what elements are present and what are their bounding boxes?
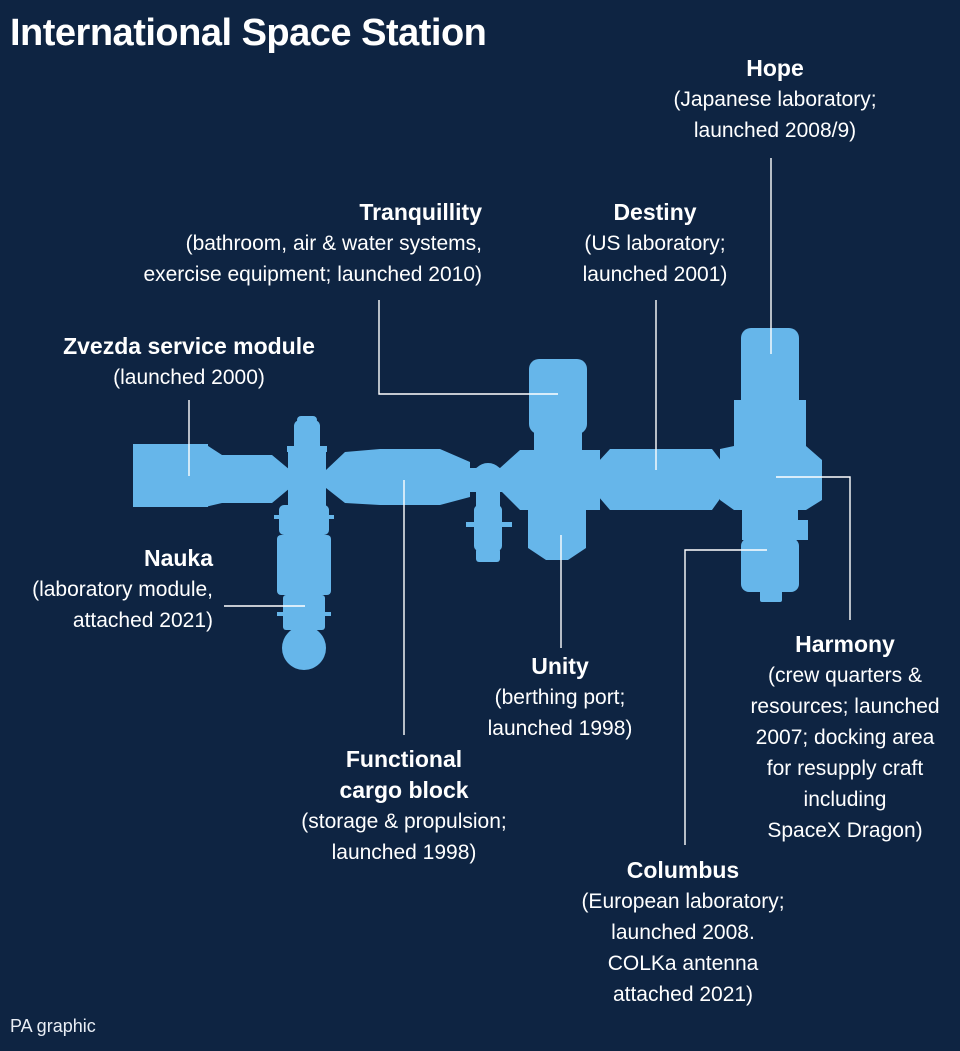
- nauka-desc-line: (laboratory module,: [32, 578, 213, 601]
- columbus-desc-line: launched 2008.: [611, 921, 755, 944]
- columbus-leader-line: [684, 549, 767, 845]
- zvezda-label: Zvezda service module (launched 2000): [63, 331, 315, 393]
- hope-desc-line: (Japanese laboratory;: [673, 88, 877, 111]
- columbus-desc-line: attached 2021): [612, 983, 754, 1006]
- credit-text: PA graphic: [10, 1016, 96, 1036]
- harmony-name: Harmony: [795, 631, 895, 657]
- nauka-module-shape: [274, 490, 334, 670]
- hope-name: Hope: [746, 55, 804, 81]
- tranquillity-label: Tranquillity (bathroom, air & water syst…: [143, 197, 482, 290]
- columbus-name: Columbus: [626, 857, 740, 883]
- harmony-leader-line: [776, 476, 851, 620]
- station-illustration: [133, 328, 822, 670]
- nauka-name: Nauka: [143, 545, 213, 571]
- zvezda-desc-line: (launched 2000): [113, 366, 265, 389]
- fgb-desc-line: (storage & propulsion;: [301, 810, 507, 833]
- harmony-desc-line: 2007; docking area: [755, 726, 935, 749]
- fgb-desc-line: launched 1998): [331, 841, 477, 864]
- zvezda-module-shape: [133, 444, 290, 507]
- hope-desc-line: launched 2008/9): [693, 119, 857, 142]
- unity-desc-line: launched 1998): [487, 717, 633, 740]
- harmony-desc-line: resources; launched: [750, 695, 940, 718]
- zvezda-name: Zvezda service module: [63, 333, 315, 359]
- destiny-desc-line: (US laboratory;: [584, 232, 726, 255]
- unity-desc-line: (berthing port;: [494, 686, 626, 709]
- harmony-desc-line: SpaceX Dragon): [767, 819, 923, 842]
- columbus-desc-line: (European laboratory;: [581, 890, 785, 913]
- tranquillity-name: Tranquillity: [359, 199, 482, 225]
- hope-label: Hope (Japanese laboratory; launched 2008…: [673, 53, 876, 146]
- harmony-desc-line: for resupply craft: [766, 757, 924, 780]
- unity-label: Unity (berthing port; launched 1998): [488, 651, 633, 744]
- destiny-label: Destiny (US laboratory; launched 2001): [583, 197, 728, 290]
- fgb-module-shape: [326, 449, 470, 505]
- harmony-desc-line: including: [803, 788, 887, 811]
- nauka-label: Nauka (laboratory module, attached 2021): [32, 543, 213, 636]
- fgb-label: Functional cargo block (storage & propul…: [301, 744, 506, 868]
- harmony-label: Harmony (crew quarters & resources; laun…: [750, 629, 939, 846]
- columbus-label: Columbus (European laboratory; launched …: [581, 855, 784, 1010]
- destiny-module-shape: [598, 449, 722, 510]
- nauka-desc-line: attached 2021): [72, 609, 213, 632]
- unity-module-shape: [500, 359, 600, 560]
- destiny-desc-line: launched 2001): [582, 263, 728, 286]
- harmony-desc-line: (crew quarters &: [767, 664, 923, 687]
- unity-name: Unity: [531, 653, 589, 679]
- tranquillity-leader-line: [378, 300, 558, 395]
- fgb-name: Functional cargo block: [339, 746, 469, 803]
- page-title: International Space Station: [10, 12, 487, 54]
- leader-lines: [188, 158, 851, 845]
- tranquillity-desc-line: (bathroom, air & water systems,: [185, 232, 482, 255]
- destiny-name: Destiny: [613, 199, 697, 225]
- tranquillity-desc-line: exercise equipment; launched 2010): [143, 263, 482, 286]
- harmony-module-shape: [720, 328, 822, 602]
- columbus-desc-line: COLKa antenna: [607, 952, 759, 975]
